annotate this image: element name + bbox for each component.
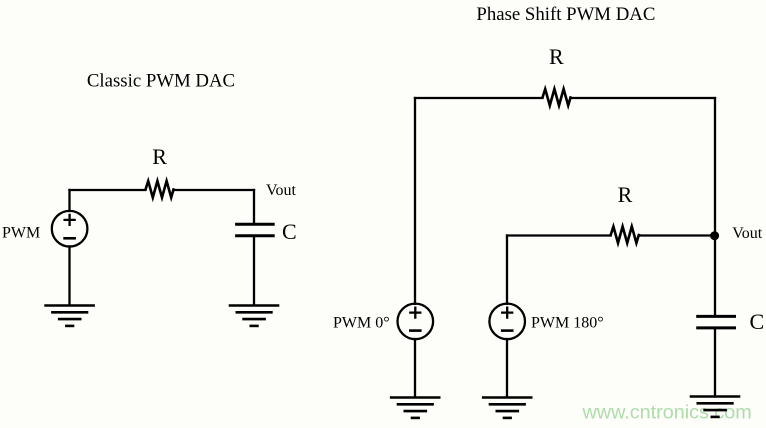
svg-text:C: C (282, 219, 297, 244)
svg-text:R: R (618, 182, 633, 207)
svg-text:R: R (152, 144, 167, 169)
svg-text:www.cntronics.com: www.cntronics.com (582, 402, 752, 424)
svg-text:PWM: PWM (2, 224, 40, 241)
svg-text:Phase Shift PWM DAC: Phase Shift PWM DAC (476, 4, 655, 25)
svg-text:R: R (549, 44, 564, 69)
svg-text:PWM 0°: PWM 0° (333, 314, 390, 331)
svg-text:Vout: Vout (266, 182, 296, 199)
svg-text:Vout: Vout (732, 225, 762, 242)
svg-text:C: C (750, 309, 765, 334)
svg-text:Classic PWM DAC: Classic PWM DAC (87, 71, 235, 92)
svg-text:PWM 180°: PWM 180° (531, 314, 604, 331)
